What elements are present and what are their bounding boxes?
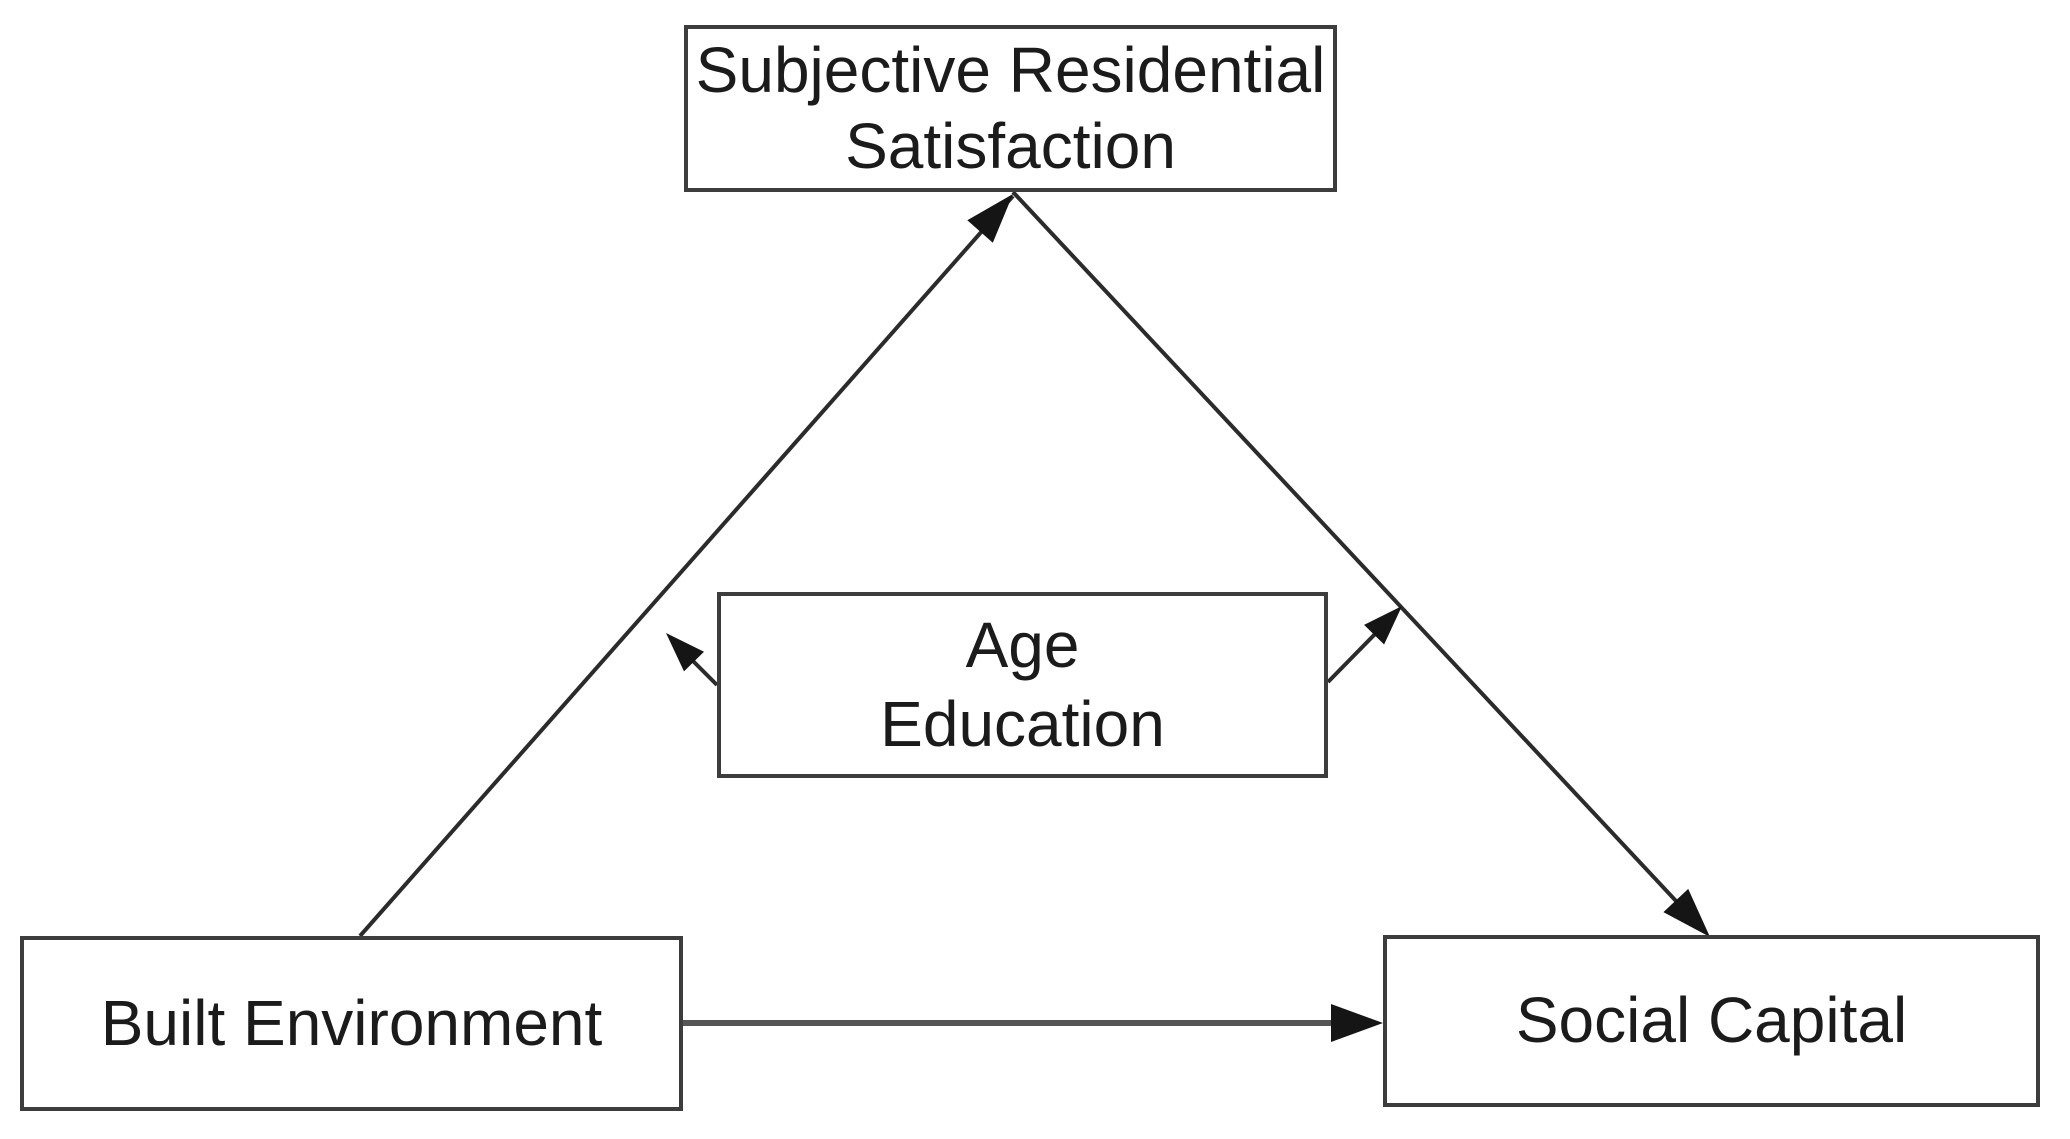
arrow-built-environment-to-satisfaction <box>358 194 1015 938</box>
node-subjective-residential-satisfaction: Subjective Residential Satisfaction <box>684 25 1337 192</box>
label-line-1: Age <box>965 608 1080 681</box>
node-label: Social Capital <box>1515 984 1908 1057</box>
node-age-education: Age Education <box>717 592 1328 778</box>
node-built-environment: Built Environment <box>20 936 683 1111</box>
label-line-2: Education <box>880 688 1165 760</box>
moderation-arrow-left <box>666 633 719 687</box>
arrow-built-environment-to-social-capital <box>683 1004 1383 1042</box>
label-line-2: Satisfaction <box>845 109 1176 182</box>
moderation-arrow-right <box>1326 606 1402 684</box>
node-label: Built Environment <box>100 986 603 1059</box>
arrow-satisfaction-to-social-capital <box>1011 190 1710 937</box>
node-label: Age Education <box>880 606 1165 765</box>
node-social-capital: Social Capital <box>1383 935 2040 1107</box>
label-line-1: Subjective Residential <box>695 33 1326 106</box>
node-label: Subjective Residential Satisfaction <box>696 33 1326 184</box>
